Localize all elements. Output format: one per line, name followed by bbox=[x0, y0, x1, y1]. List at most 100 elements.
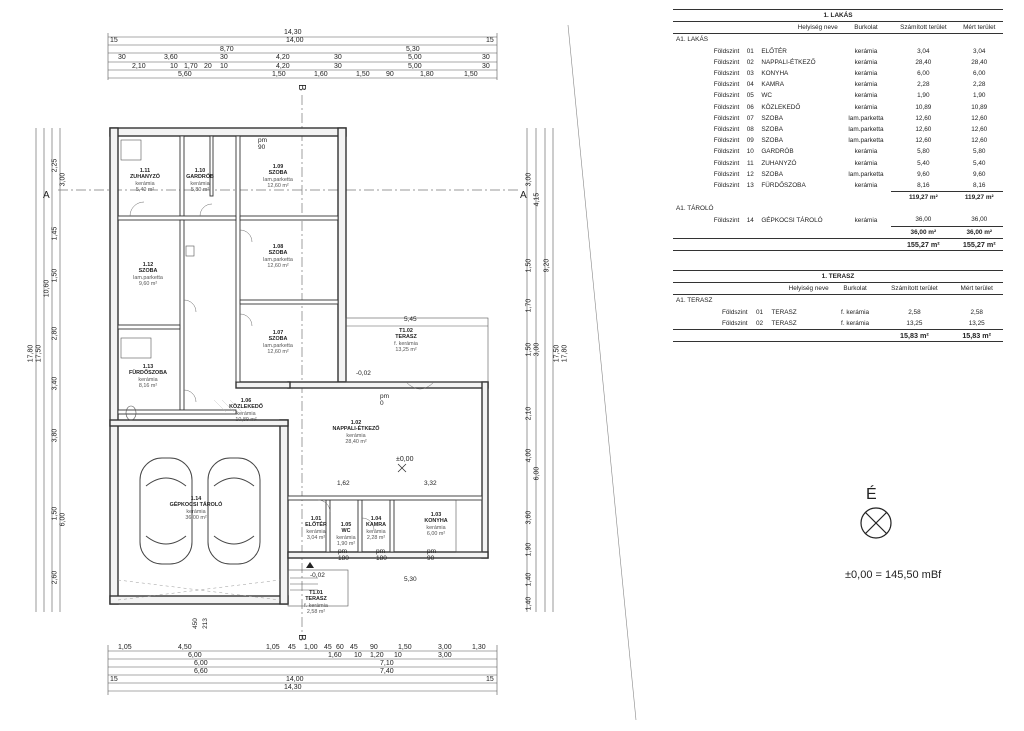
schedule-cell-floor: f. kerámia bbox=[841, 319, 870, 327]
schedule-cell-floor: kerámia bbox=[854, 103, 878, 111]
schedule-cell-level: Földszint bbox=[713, 216, 740, 224]
schedule-cell-calc: 28,40 bbox=[915, 58, 932, 66]
schedule-cell-name: KONYHA bbox=[761, 70, 789, 78]
schedule-cell-no: 14 bbox=[746, 216, 754, 224]
schedule-cell-name: TERASZ bbox=[771, 308, 797, 316]
schedule-cell-no: 01 bbox=[746, 47, 754, 55]
schedule-cell-name: ZUHANYZÓ bbox=[761, 159, 797, 167]
schedule-row: Földszint 09 SZOBA lam.parketta 12,60 12,60 bbox=[673, 135, 1003, 146]
schedule-cell-calc: 36,00 bbox=[915, 216, 932, 224]
schedule-cell-floor: kerámia bbox=[854, 47, 878, 55]
corridor-hatch bbox=[213, 399, 243, 413]
schedule-cell-name: KAMRA bbox=[761, 81, 785, 89]
schedule-cell-no: 01 bbox=[755, 308, 764, 316]
schedule-cell-floor: lam.parketta bbox=[848, 114, 884, 122]
section-mark-b-top: B bbox=[295, 84, 307, 91]
schedule-cell-level: Földszint bbox=[713, 92, 740, 100]
schedule-cell-level: Földszint bbox=[713, 170, 740, 178]
schedule-cell-no: 02 bbox=[755, 319, 764, 327]
schedule-cell-level: Földszint bbox=[713, 81, 740, 89]
schedule-cell-calc: 5,40 bbox=[917, 159, 930, 167]
schedule-cell-floor: kerámia bbox=[854, 159, 878, 167]
schedule-cell-name: SZOBA bbox=[761, 114, 783, 122]
schedule-cell-meas: 36,00 bbox=[971, 216, 988, 224]
schedule-cell-calc: 12,60 bbox=[915, 125, 932, 133]
schedule-cell-calc: 8,16 bbox=[917, 181, 930, 189]
schedule-cell-calc: 12,60 bbox=[915, 137, 932, 145]
room-schedule-lakas: 1. LAKÁS Helyiség neve Burkolat Számítot… bbox=[673, 8, 1003, 251]
schedule-cell-no: 12 bbox=[746, 170, 754, 178]
bathroom-fixtures bbox=[120, 139, 195, 421]
room-schedule-terasz: 1. TERASZ Helyiség neve Burkolat Számíto… bbox=[673, 269, 1003, 343]
schedule-cell-floor: kerámia bbox=[854, 81, 878, 89]
elevation-reference: ±0,00 = 145,50 mBf bbox=[845, 569, 942, 581]
schedule-cell-no: 13 bbox=[746, 182, 754, 190]
schedule-cell-floor: kerámia bbox=[854, 216, 878, 224]
schedule-cell-meas: 9,60 bbox=[973, 170, 986, 178]
schedule-cell-name: ELŐTÉR bbox=[761, 47, 787, 55]
schedule-cell-level: Földszint bbox=[721, 308, 748, 316]
left-dimension-lines bbox=[35, 128, 61, 612]
schedule-cell-no: 11 bbox=[746, 159, 754, 167]
schedule-cell-meas: 8,16 bbox=[973, 181, 986, 189]
schedule-cell-no: 06 bbox=[746, 103, 754, 111]
schedule-cell-level: Földszint bbox=[713, 103, 740, 111]
schedule-cell-no: 09 bbox=[746, 137, 754, 145]
schedule-cell-meas: 12,60 bbox=[971, 137, 988, 145]
schedule-cell-meas: 2,58 bbox=[970, 308, 983, 316]
level-marker bbox=[306, 562, 314, 568]
schedule-cell-floor: kerámia bbox=[854, 92, 878, 100]
right-dimension-lines bbox=[526, 128, 554, 612]
walls bbox=[109, 127, 489, 605]
schedule-cell-no: 03 bbox=[746, 70, 754, 78]
schedule-cell-floor: lam.parketta bbox=[848, 170, 884, 178]
schedule-cell-meas: 1,90 bbox=[973, 92, 986, 100]
schedule-cell-level: Földszint bbox=[713, 148, 740, 156]
schedule-cell-level: Földszint bbox=[713, 47, 740, 55]
schedule-cell-meas: 3,04 bbox=[973, 47, 986, 55]
schedule-cell-calc: 9,60 bbox=[917, 170, 930, 178]
entry-steps bbox=[290, 577, 318, 591]
north-label: É bbox=[866, 486, 877, 503]
schedule-cell-name: SZOBA bbox=[761, 125, 783, 133]
schedule-cell-level: Földszint bbox=[713, 58, 740, 66]
schedule-title: 1. LAKÁS bbox=[673, 8, 1003, 23]
schedule-cell-calc: 13,25 bbox=[906, 319, 923, 327]
dim-overall-top: 14,30 bbox=[284, 29, 302, 36]
schedule-cell-meas: 6,00 bbox=[973, 70, 986, 78]
schedule-cell-level: Földszint bbox=[713, 114, 740, 122]
schedule-cell-no: 02 bbox=[746, 58, 754, 66]
schedule-cell-level: Földszint bbox=[713, 137, 740, 145]
schedule-cell-meas: 2,28 bbox=[973, 81, 986, 89]
kitchen-counter bbox=[455, 499, 483, 553]
schedule-cell-no: 04 bbox=[746, 81, 754, 89]
schedule-cell-calc: 3,04 bbox=[917, 47, 930, 55]
schedule-cell-no: 07 bbox=[746, 114, 754, 122]
schedule-cell-floor: lam.parketta bbox=[848, 137, 884, 145]
schedule-cell-floor: kerámia bbox=[854, 182, 878, 190]
entry-terrace bbox=[287, 569, 349, 607]
schedule-cell-floor: kerámia bbox=[854, 70, 878, 78]
schedule-cell-floor: kerámia bbox=[854, 58, 878, 66]
schedule-cell-calc: 5,80 bbox=[917, 148, 930, 156]
car-1 bbox=[139, 457, 193, 565]
zero-level-cross bbox=[397, 463, 407, 473]
schedule-cell-meas: 5,40 bbox=[973, 159, 986, 167]
schedule-cell-name: SZOBA bbox=[761, 137, 783, 145]
schedule-cell-level: Földszint bbox=[713, 70, 740, 78]
schedule-cell-name: GARDRÓB bbox=[761, 148, 794, 156]
